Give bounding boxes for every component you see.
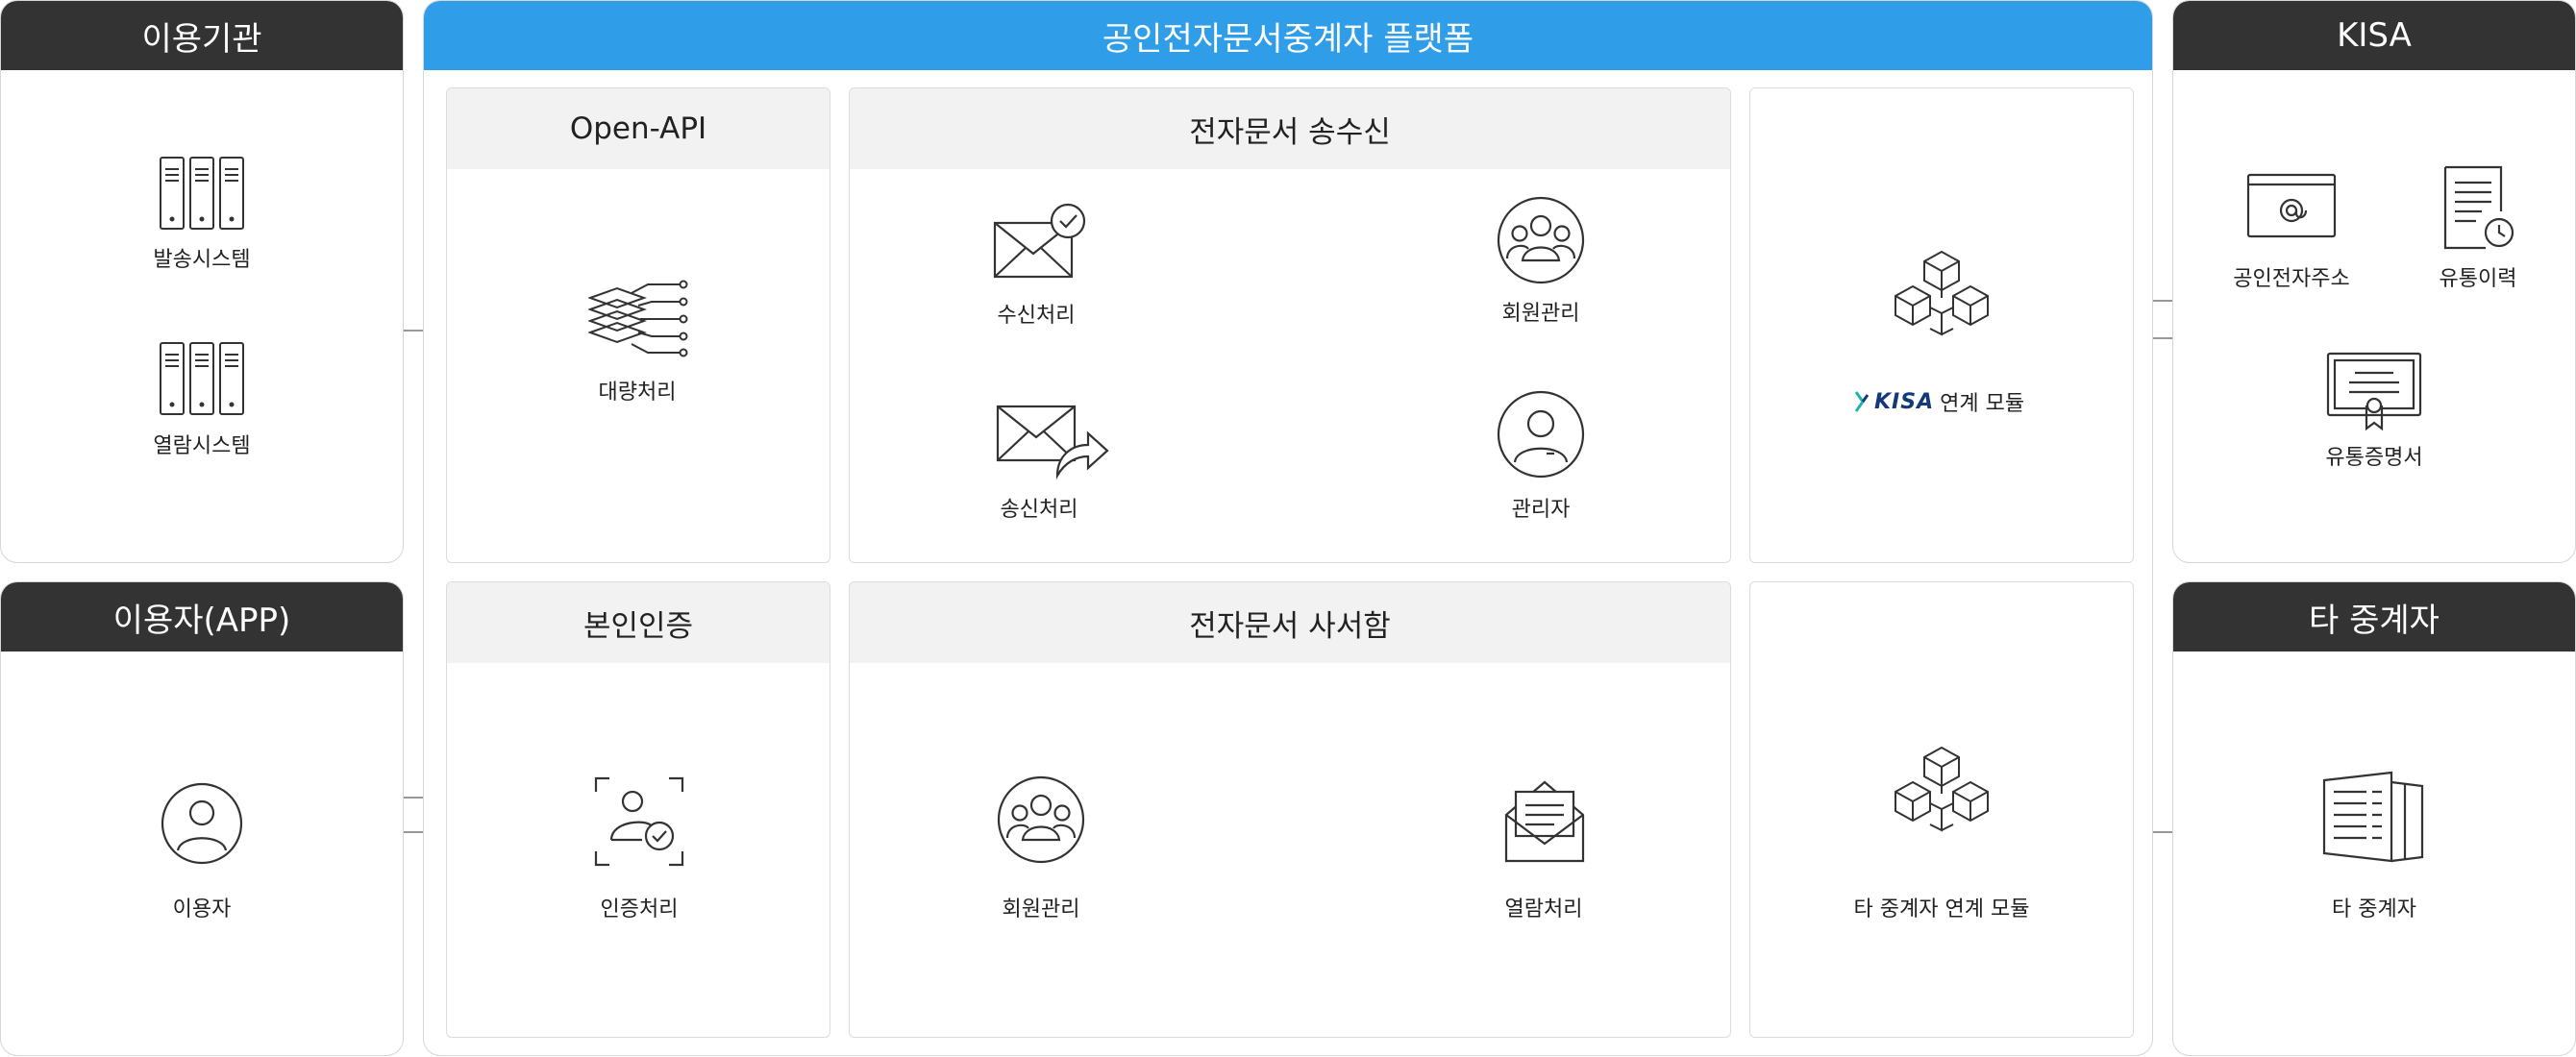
view-system-label: 열람시스템	[153, 434, 251, 458]
identity-title: 본인인증	[447, 582, 830, 663]
other-relay-panel: 타 중계자	[2172, 581, 2576, 1056]
other-module-label: 타 중계자 연계 모듈	[1853, 897, 2030, 922]
history-doc-icon	[2443, 165, 2514, 250]
send-system-label: 발송시스템	[153, 248, 251, 272]
kisa-logo	[1855, 391, 1869, 412]
building-server-icon	[2322, 771, 2424, 863]
group-icon	[1497, 196, 1585, 284]
group-icon	[997, 775, 1085, 864]
cubes-icon	[1895, 250, 1989, 336]
open-mail-icon	[1504, 780, 1585, 863]
user-panel: 이용자(APP)	[0, 581, 404, 1056]
other-relay-label: 타 중계자	[2332, 897, 2416, 922]
admin-icon	[1497, 390, 1585, 479]
view-process-label: 열람처리	[1504, 897, 1583, 922]
email-address-icon	[2246, 173, 2337, 238]
send-receive-section: 전자문서 송수신	[849, 87, 1731, 563]
user-panel-title: 이용자(APP)	[1, 582, 403, 651]
receive-process-label: 수신처리	[997, 304, 1076, 328]
openapi-section: Open-API	[446, 87, 830, 563]
mailbox-member-label: 회원관리	[1002, 897, 1080, 922]
user-icon	[161, 782, 243, 865]
institution-title: 이용기관	[1, 1, 403, 70]
openapi-title: Open-API	[447, 88, 830, 169]
bulk-process-icon	[588, 280, 688, 357]
kisa-module-text: 연계 모듈	[1940, 392, 2025, 416]
server-icon	[160, 157, 244, 230]
send-receive-title: 전자문서 송수신	[850, 88, 1730, 169]
admin-label: 관리자	[1511, 498, 1571, 522]
mail-check-icon	[993, 203, 1086, 279]
kisa-title: KISA	[2173, 1, 2575, 70]
send-process-label: 송신처리	[1000, 498, 1078, 522]
institution-panel: 이용기관	[0, 0, 404, 563]
identity-verify-icon	[594, 776, 684, 867]
member-manage-label: 회원관리	[1501, 302, 1580, 326]
certificate-label: 유통증명서	[2325, 446, 2423, 470]
mailbox-section: 전자문서 사서함	[849, 581, 1731, 1038]
user-label: 이용자	[172, 897, 232, 922]
other-relay-title: 타 중계자	[2173, 582, 2575, 651]
cubes-icon	[1895, 746, 1989, 832]
bulk-process-label: 대량처리	[598, 381, 677, 405]
platform-title: 공인전자문서중계자 플랫폼	[424, 1, 2152, 70]
kisa-module-label: KISA 연계 모듈	[1855, 386, 2028, 417]
kisa-panel: KISA	[2172, 0, 2576, 563]
history-label: 유통이력	[2439, 267, 2517, 291]
certificate-icon	[2326, 352, 2422, 431]
server-icon	[160, 342, 244, 415]
auth-process-label: 인증처리	[600, 897, 679, 922]
email-address-label: 공인전자주소	[2233, 267, 2350, 291]
kisa-logo-text: KISA	[1874, 389, 1935, 414]
mail-send-icon	[996, 405, 1109, 479]
mailbox-title: 전자문서 사서함	[850, 582, 1730, 663]
